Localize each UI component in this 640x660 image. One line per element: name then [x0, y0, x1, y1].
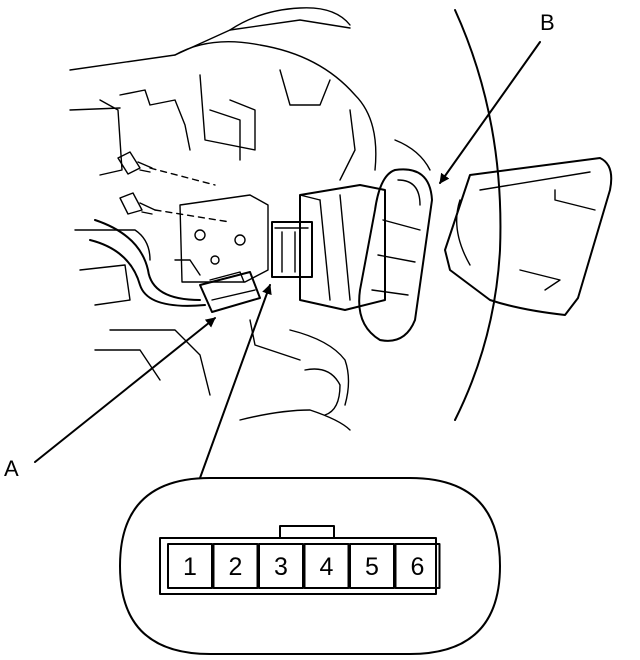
pin-cell: [167, 543, 213, 589]
pin-cell: [303, 543, 350, 589]
mounting-bracket: [179, 194, 269, 283]
callout-a-label: A: [4, 456, 19, 481]
callout-b-label: B: [540, 10, 555, 35]
wire-harness: [89, 219, 206, 307]
harness-connector: [199, 271, 261, 313]
pin-cell: [394, 543, 441, 589]
pin-cell: [212, 543, 259, 589]
connector-face-detail: 1 2 3 4 5 6: [119, 477, 501, 655]
mounting-screws: [117, 151, 231, 223]
leader-lines: [34, 41, 541, 479]
pin-cell: [349, 543, 395, 589]
callout-a-leader: [34, 317, 216, 463]
switch-assembly: [271, 168, 433, 342]
pin-number: 1: [183, 553, 197, 581]
pin-number: 5: [365, 553, 379, 581]
callout-b-leader: [439, 41, 541, 184]
connector-detail-leader: [199, 284, 272, 479]
pin-number: 6: [411, 553, 425, 581]
pin-number: 2: [229, 553, 243, 581]
switch-cover: [444, 157, 613, 316]
column-background: [69, 7, 502, 431]
pin-cell: [258, 543, 304, 589]
pin-number: 3: [274, 553, 288, 581]
pin-number: 4: [320, 553, 334, 581]
